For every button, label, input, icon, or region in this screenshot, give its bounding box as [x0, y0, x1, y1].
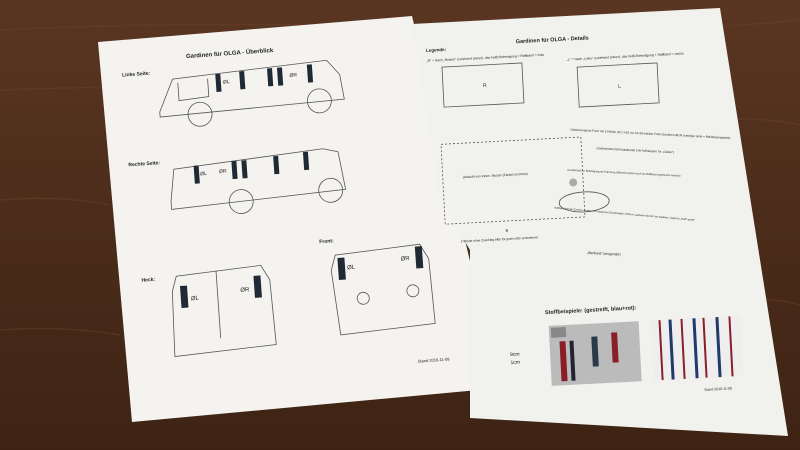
- fabric-sample-photo-2: [650, 315, 744, 381]
- overview-page: Gardinen für OLGA - Überblick Linke Seit…: [98, 16, 500, 422]
- details-date: Stand 2016-11-08: [704, 386, 732, 391]
- curtain-label: ØL: [191, 296, 200, 303]
- note-band: Gardinenband (Kräuselband) (mit Aufhänge…: [596, 146, 674, 154]
- right-side-label: Rechte Seite:: [128, 160, 160, 168]
- details-page: Gardinen für OLGA - Details Legende: „R“…: [412, 8, 788, 436]
- width-note: (=Breite ohne Zuschlag bitte für guten S…: [461, 235, 538, 243]
- legend-label: Legende:: [426, 47, 447, 53]
- curtain-label: ØR: [219, 169, 227, 176]
- curtain-detail-drawing: [440, 136, 610, 225]
- partial-measure: 1cm: [510, 359, 520, 365]
- details-title: Gardinen für OLGA - Details: [516, 35, 589, 45]
- fabric-label: Stoffbeispiele: (gestreift, blau+rot):: [545, 305, 637, 316]
- legend-r: „R“ = Nach „Rechts“ zuziehend (innen), d…: [427, 53, 545, 63]
- curtain-label: ØR: [400, 256, 410, 263]
- curtain-label: ØL: [200, 171, 207, 177]
- box-l: L: [618, 84, 621, 90]
- left-side-label: Linke Seite:: [122, 71, 151, 79]
- curtain-label: ØL: [347, 265, 356, 272]
- van-front-drawing: ØL ØR: [330, 243, 436, 336]
- weight-band-note: „Bleiband“ (eingenäht): [587, 251, 621, 257]
- note-button: Druckknopf zur Befestigung am Fahrzeug (…: [568, 168, 681, 178]
- rear-label: Heck:: [141, 277, 155, 284]
- box-r: R: [483, 83, 487, 89]
- van-right-side-drawing: ØL ØR: [170, 148, 347, 214]
- curtain-label: ØL: [223, 79, 230, 85]
- fabric-sample-photo-1: [548, 321, 642, 386]
- width-label: B: [505, 228, 508, 233]
- curtain-label: ØR: [289, 72, 297, 79]
- overview-date: Stand 2016-11-08: [418, 356, 451, 363]
- front-label: Front:: [319, 238, 334, 245]
- van-rear-drawing: ØL ØR: [171, 264, 277, 358]
- curtain-label: ØR: [240, 287, 250, 294]
- legend-l: „L“ = Nach „Links“ zuziehend (innen), da…: [567, 51, 684, 61]
- partial-measure: 9cm: [510, 351, 520, 357]
- van-left-side-drawing: ØL ØR: [159, 59, 345, 127]
- view-note: (Ansicht von innen, Muster (Farbe) ist i…: [463, 172, 528, 179]
